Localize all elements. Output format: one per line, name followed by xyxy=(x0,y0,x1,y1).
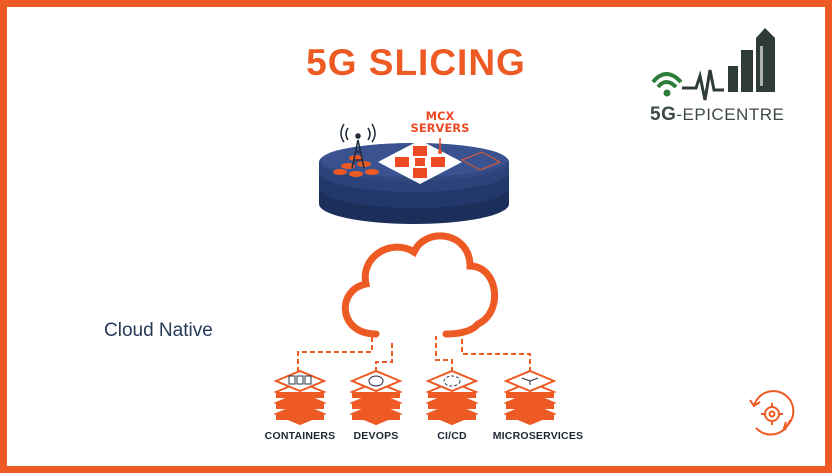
mcx-servers-label: MCX SERVERS xyxy=(410,109,470,135)
settings-cycle-icon xyxy=(749,390,795,436)
logo-prefix: 5G xyxy=(650,104,677,125)
microservices-icon xyxy=(503,369,557,426)
tech-label-cicd: CI/CD xyxy=(437,430,467,442)
tech-label-devops: DEVOPS xyxy=(353,430,399,442)
cloud-native-label: Cloud Native xyxy=(104,320,213,341)
devops-icon xyxy=(349,369,403,426)
containers-icon xyxy=(273,369,327,426)
cloud-outline xyxy=(341,232,499,338)
connectors xyxy=(297,332,531,372)
logo-graphic xyxy=(651,28,775,101)
radio-tower-icon xyxy=(340,123,376,169)
logo-wordmark: 5G-EPICENTRE xyxy=(650,104,784,126)
cicd-icon xyxy=(425,369,479,426)
tech-label-containers: CONTAINERS xyxy=(264,430,336,442)
slide-title: 5G SLICING xyxy=(306,42,526,83)
slice-platform xyxy=(319,138,509,224)
logo-suffix: -EPICENTRE xyxy=(676,105,785,124)
tech-label-microservices: MICROSERVICES xyxy=(492,430,584,442)
